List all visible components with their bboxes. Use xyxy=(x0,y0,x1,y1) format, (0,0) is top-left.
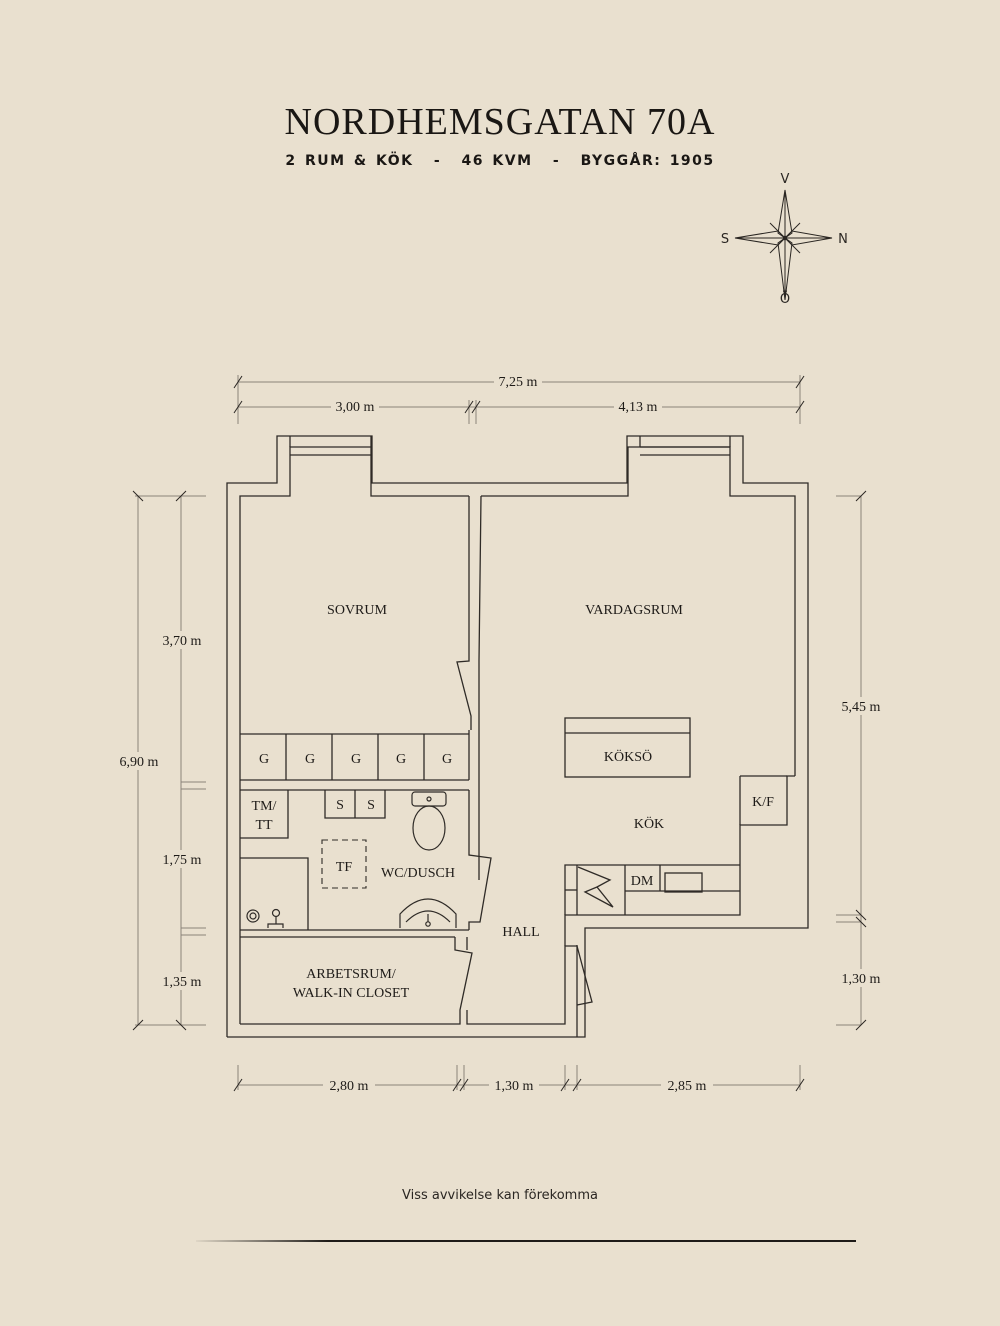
disclaimer-text: Viss avvikelse kan förekomma xyxy=(402,1188,598,1203)
subtitle-separator: - xyxy=(552,153,561,169)
dim-left-middle: 1,75 m xyxy=(163,853,202,868)
room-label-dm: DM xyxy=(631,874,654,889)
room-label-sovrum: SOVRUM xyxy=(327,603,387,618)
dim-left-total: 6,90 m xyxy=(120,755,159,770)
dimension-ticks xyxy=(132,375,867,1092)
dimension-labels: 7,25 m 3,00 m 4,13 m 6,90 m 3,70 m 1,75 … xyxy=(115,373,885,1094)
dim-left-lower: 1,35 m xyxy=(163,975,202,990)
compass-label-o: Ö xyxy=(780,290,790,307)
subtitle-separator: - xyxy=(433,153,442,169)
floor-drain-area xyxy=(321,839,367,889)
wardrobe-label: G xyxy=(351,752,361,767)
shelf-label: S xyxy=(367,798,375,813)
shelf-label: S xyxy=(336,798,344,813)
dim-bottom-middle: 1,30 m xyxy=(495,1079,534,1094)
wardrobe-label: G xyxy=(442,752,452,767)
room-label-walk-in-closet: WALK-IN CLOSET xyxy=(293,986,410,1001)
compass-label-v: V xyxy=(781,172,790,187)
compass-label-s: S xyxy=(721,232,729,247)
room-label-kok: KÖK xyxy=(634,815,664,832)
room-label-tf: TF xyxy=(336,860,353,875)
sink-icon xyxy=(399,898,457,928)
page-subtitle: 2 RUM & KÖK - 46 KVM - BYGGÅR: 1905 xyxy=(0,153,1000,169)
subtitle-area: 46 KVM xyxy=(461,153,533,169)
dim-top-total: 7,25 m xyxy=(499,375,538,390)
dim-bottom-left: 2,80 m xyxy=(330,1079,369,1094)
wardrobe-label: G xyxy=(396,752,406,767)
wardrobe-label: G xyxy=(305,752,315,767)
room-label-kokso: KÖKSÖ xyxy=(604,748,652,765)
wardrobe-label: G xyxy=(259,752,269,767)
toilet-icon xyxy=(411,791,447,851)
room-label-vardagsrum: VARDAGSRUM xyxy=(585,603,683,618)
dim-left-upper: 3,70 m xyxy=(163,634,202,649)
dimension-lines xyxy=(135,375,862,1090)
dim-top-right: 4,13 m xyxy=(619,400,658,415)
subtitle-rooms: 2 RUM & KÖK xyxy=(285,153,414,169)
room-label-hall: HALL xyxy=(502,925,539,940)
room-label-tt: TT xyxy=(255,818,273,833)
walls xyxy=(226,435,809,1038)
dim-top-left: 3,00 m xyxy=(336,400,375,415)
room-label-kf: K/F xyxy=(752,795,774,810)
room-label-arbetsrum: ARBETSRUM/ xyxy=(306,967,396,982)
dim-bottom-right: 2,85 m xyxy=(668,1079,707,1094)
subtitle-built-year: BYGGÅR: 1905 xyxy=(580,153,715,169)
page-title: NORDHEMSGATAN 70A xyxy=(284,101,716,143)
washing-machine-icon xyxy=(246,908,284,928)
room-label-tm: TM/ xyxy=(252,799,277,814)
compass-label-n: N xyxy=(838,232,848,247)
compass-rose-icon xyxy=(734,189,833,301)
dim-right-upper: 5,45 m xyxy=(842,700,881,715)
dim-right-lower: 1,30 m xyxy=(842,972,881,987)
room-label-wc: WC/DUSCH xyxy=(381,866,455,881)
footer-divider xyxy=(196,1240,856,1242)
